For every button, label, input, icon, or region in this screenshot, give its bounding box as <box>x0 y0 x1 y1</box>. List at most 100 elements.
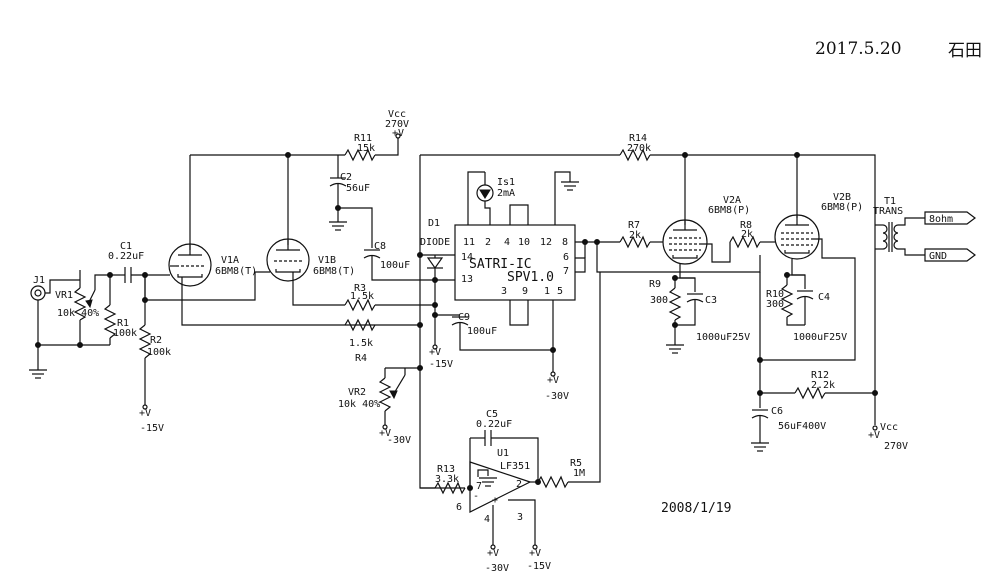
u1-ref: U1 <box>497 448 509 459</box>
junction <box>784 272 790 278</box>
r1-ref: R1 <box>117 318 129 329</box>
v1b-ref: V1B <box>318 255 336 266</box>
wire-feedback <box>596 242 761 273</box>
opamp-pin-label: 7 <box>476 481 482 492</box>
d1-value: DIODE <box>420 237 450 248</box>
vcc-top-value: 270V <box>385 119 409 130</box>
ic-pin: 12 <box>540 237 552 248</box>
v1b-value: 6BM8(T) <box>313 266 355 277</box>
is1-value: 2mA <box>497 188 515 199</box>
ic-pin: 9 <box>522 286 528 297</box>
r11-value: 15k <box>357 143 375 154</box>
plus-sign: +V <box>868 430 880 441</box>
r8-ref: R8 <box>740 220 752 231</box>
r13-ref: R13 <box>437 464 455 475</box>
c3-ref: C3 <box>705 295 717 306</box>
vr1-value: 10k 40% <box>57 308 99 319</box>
vcc-right-name: Vcc <box>880 422 898 433</box>
junction <box>582 239 588 245</box>
r11-ref: R11 <box>354 133 372 144</box>
vcc-top-name: Vcc <box>388 109 406 120</box>
wire-c2-c8 <box>338 207 373 248</box>
d1-supply-label: -15V <box>429 359 453 370</box>
wire-is1-ic <box>484 201 491 225</box>
handwritten-author: 石田 <box>948 41 982 61</box>
c3-value: 1000uF25V <box>696 332 750 343</box>
opamp-pin-label: 4 <box>484 514 490 525</box>
junction <box>794 152 800 158</box>
wire-top-rail-left <box>189 138 399 250</box>
output-terminal-gnd: GND <box>924 248 976 262</box>
r12-ref: R12 <box>811 370 829 381</box>
capacitor-c6: C6 56uF400V <box>750 393 826 452</box>
opamp-minus: - <box>473 491 479 502</box>
resistor-r8: R8 2k <box>729 220 775 249</box>
plus-sign: +V <box>429 347 441 358</box>
r14-value: 270k <box>627 143 651 154</box>
ic-pin: 3 <box>501 286 507 297</box>
wire-grid-v1b <box>144 271 270 301</box>
resistor-r4: 1.5k R4 <box>344 318 376 364</box>
r9-value: 300 <box>650 295 668 306</box>
output-terminal-8ohm: 8ohm <box>924 211 976 225</box>
v1a-ref: V1A <box>221 255 239 266</box>
junction <box>35 342 41 348</box>
r3-ref: R3 <box>354 283 366 294</box>
resistor-r14: R14 270k <box>619 133 651 162</box>
drawing-date: 2008/1/19 <box>661 501 731 516</box>
c6-ref: C6 <box>771 406 783 417</box>
tube-v1a: V1A 6BM8(T) <box>168 243 420 326</box>
ic-name: SATRI-IC <box>469 257 532 272</box>
junction <box>872 390 878 396</box>
j1-ref: J1 <box>33 275 45 286</box>
ic-pin: 10 <box>518 237 530 248</box>
ic-pin: 13 <box>461 274 473 285</box>
c8-value: 100uF <box>380 260 410 271</box>
c5-ref: C5 <box>486 409 498 420</box>
c1-value: 0.22uF <box>108 251 144 262</box>
r2-value: 100k <box>147 347 171 358</box>
r8-value: 2k <box>741 229 753 240</box>
vr1-ref: VR1 <box>55 290 73 301</box>
ic-pin: 7 <box>563 266 569 277</box>
wire-ic-pin6-7 <box>575 257 586 273</box>
c9-ref: C9 <box>458 312 470 323</box>
r4-ref: R4 <box>355 353 367 364</box>
v2a-value: 6BM8(P) <box>708 205 750 216</box>
junction <box>432 277 438 283</box>
is1-ref: Is1 <box>497 177 515 188</box>
r10-ref: R10 <box>766 289 784 300</box>
ic-pin: 11 <box>463 237 475 248</box>
satri-ic: SATRI-IC SPV1.0 11 2 4 10 12 8 14 13 6 7… <box>454 224 576 301</box>
tube-v2a: V2A 6BM8(P) <box>662 195 750 279</box>
ic-pin: 8 <box>562 237 568 248</box>
junction <box>417 322 423 328</box>
ic-pin: 6 <box>563 252 569 263</box>
vcc-right-value: 270V <box>884 441 908 452</box>
u1-neg15-label: -15V <box>527 561 551 572</box>
r1-value: 100k <box>113 328 137 339</box>
output-gnd-label: GND <box>929 251 947 262</box>
r5-ref: R5 <box>570 458 582 469</box>
ic-supply-label: -30V <box>545 391 569 402</box>
capacitor-c2: C2 56uF <box>328 155 370 231</box>
resistor-r12: R12 2.2k <box>794 370 875 400</box>
transformer-t1: T1 TRANS <box>873 196 925 256</box>
d1-ref: D1 <box>428 218 440 229</box>
v2b-ref: V2B <box>833 192 851 203</box>
c8-ref: C8 <box>374 241 386 252</box>
r5-value: 1M <box>573 468 585 479</box>
tube-v2b: V2B 6BM8(P) <box>760 192 863 361</box>
opamp-pin-label: 6 <box>456 502 462 513</box>
wire-jack-vr1 <box>45 279 80 294</box>
junction <box>550 347 556 353</box>
diode-d1: D1 DIODE +V -15V <box>420 218 455 370</box>
output-8ohm-label: 8ohm <box>929 214 953 225</box>
current-source-is1: Is1 2mA <box>476 172 515 202</box>
capacitor-c1: C1 0.22uF <box>108 241 170 283</box>
c2-ref: C2 <box>340 172 352 183</box>
resistor-r13: R13 3.3k <box>434 464 466 495</box>
ic-pin: 14 <box>461 252 473 263</box>
opamp-u1: U1 LF351 7 - + 2 6 4 3 +V +V -30V -15V <box>456 448 551 574</box>
r10-value: 300 <box>766 299 784 310</box>
